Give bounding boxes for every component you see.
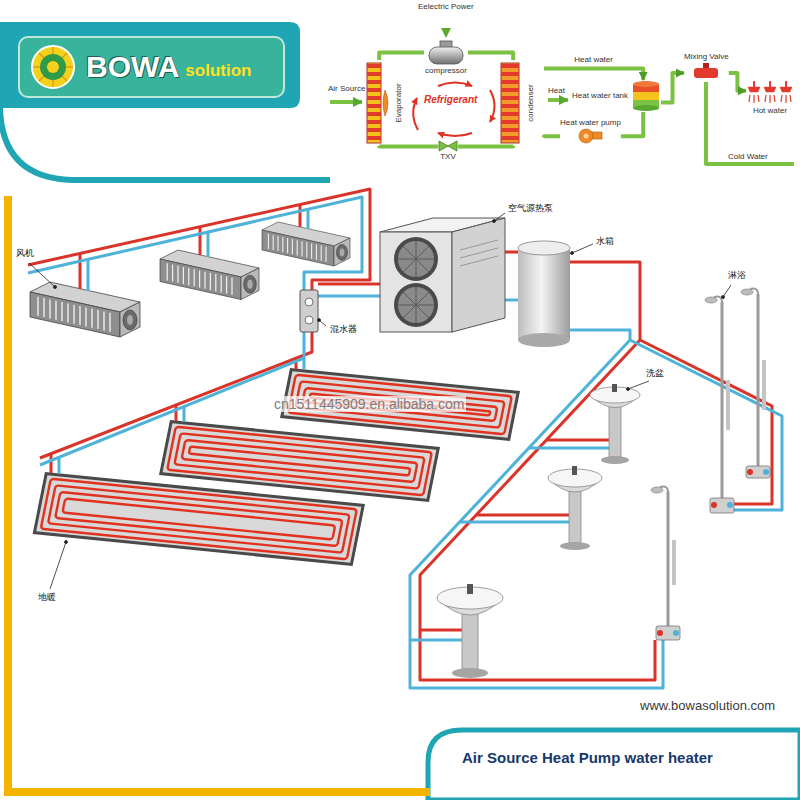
compressor-unit: compressor: [424, 40, 468, 76]
air-source-label-holder: Air Source: [328, 84, 365, 94]
logo-box: BOWA solution: [18, 36, 285, 98]
shower-set: [651, 487, 680, 640]
part-label: 水箱: [596, 236, 614, 247]
shower-set: [741, 289, 770, 478]
cold-water-label: Cold Water: [728, 152, 768, 162]
fan-coil-unit: [262, 222, 350, 266]
part-label-holder: 淋浴: [728, 270, 746, 281]
heat-label: Heat: [548, 86, 565, 96]
heat-label-holder: Heat: [548, 86, 565, 96]
edge-label: Heat water: [573, 55, 614, 65]
wash-basin: [548, 466, 602, 550]
part-label: 风机: [16, 248, 34, 259]
part-label-holder: 水箱: [596, 236, 614, 247]
part-label-holder: 地暖: [38, 592, 56, 603]
brand-name: BOWA: [86, 50, 179, 84]
evaporator-coil: Evaporator: [366, 60, 410, 146]
rotated-text-holder: condenser: [524, 62, 538, 144]
component-icon: [692, 62, 720, 80]
part-label-holder: 洗盆: [646, 368, 664, 379]
fan-coil-unit: [160, 250, 259, 300]
fan-coil-unit: [30, 282, 140, 337]
website-url: www.bowasolution.com: [640, 698, 775, 713]
component-icon: [746, 80, 794, 106]
part-label-holder: 风机: [16, 248, 34, 259]
coil-icon: [366, 62, 390, 144]
pipe-connector: [544, 69, 643, 80]
floor-heating-panel: [33, 472, 365, 566]
cold-water-label-holder: Cold Water: [728, 152, 768, 162]
pipe-connector: [544, 136, 560, 137]
pipe-connector: [621, 112, 643, 136]
shower-outlet: Hot water: [746, 80, 794, 116]
component-label: Heat water tank: [572, 91, 628, 101]
wash-basin: [437, 584, 503, 678]
air-source-label: Air Source: [328, 84, 365, 94]
website-url-holder: www.bowasolution.com: [640, 698, 775, 713]
pipe-connector: [379, 53, 424, 60]
water-mixer: [300, 290, 318, 332]
caption-text: Air Source Heat Pump water heater: [462, 749, 713, 767]
pipe-connector: [468, 53, 513, 60]
component-icon: [577, 128, 603, 144]
power-label: Eelectric Power: [418, 2, 474, 12]
component-icon: [424, 40, 468, 66]
expansion-valve: TXV: [438, 140, 458, 162]
part-label: 混水器: [330, 324, 357, 335]
rotated-text-holder: Evaporator: [392, 62, 406, 144]
component-label: compressor: [425, 66, 467, 76]
component-label: Heat water pump: [560, 118, 621, 128]
cold-pipe: [28, 197, 782, 688]
pipe-connector: [729, 73, 746, 91]
component-label: Evaporator: [392, 62, 406, 144]
schematic-decor: [330, 14, 794, 164]
heat-pump-unit: [380, 218, 505, 332]
refrigerant-label: Refrigerant: [424, 94, 477, 106]
logo-emblem: [30, 44, 76, 90]
brand-tagline: solution: [185, 61, 251, 81]
component-label: TXV: [440, 152, 456, 162]
component-icon: [438, 140, 458, 152]
water-tank: [518, 241, 570, 347]
part-label: 空气源热泵: [508, 203, 553, 214]
pipe-connector: [379, 144, 438, 149]
part-label: 淋浴: [728, 270, 746, 281]
wash-basin: [590, 384, 640, 464]
water-pump: Heat water pump: [560, 118, 621, 144]
leader-line: [29, 213, 731, 589]
hot-water-tank: Heat water tank: [572, 80, 661, 112]
component-icon: [631, 80, 661, 112]
part-label-holder: 空气源热泵: [508, 203, 553, 214]
component-label: condenser: [524, 62, 538, 144]
edge-label-holder: Heat water: [573, 55, 614, 65]
shower-set: [705, 297, 734, 513]
watermark-holder: cn1511445909.en.alibaba.com: [272, 396, 466, 412]
pipe-connector: [661, 73, 684, 102]
page-frame: [0, 22, 800, 800]
mixing-valve: Mixing Valve: [684, 52, 729, 80]
hot-pipe: [28, 189, 772, 680]
watermark: cn1511445909.en.alibaba.com: [272, 396, 466, 412]
component-label: Mixing Valve: [684, 52, 729, 62]
component-label: Hot water: [753, 106, 787, 116]
coil-icon: [500, 62, 522, 144]
pipe-connector: [458, 144, 513, 149]
part-label-holder: 混水器: [330, 324, 357, 335]
part-label: 地暖: [38, 592, 56, 603]
condenser-coil: condenser: [500, 60, 544, 146]
power-label-holder: Eelectric Power: [418, 2, 474, 12]
caption-text-holder: Air Source Heat Pump water heater: [462, 749, 713, 767]
part-label: 洗盆: [646, 368, 664, 379]
refrigerant-label-holder: Refrigerant: [424, 94, 477, 106]
